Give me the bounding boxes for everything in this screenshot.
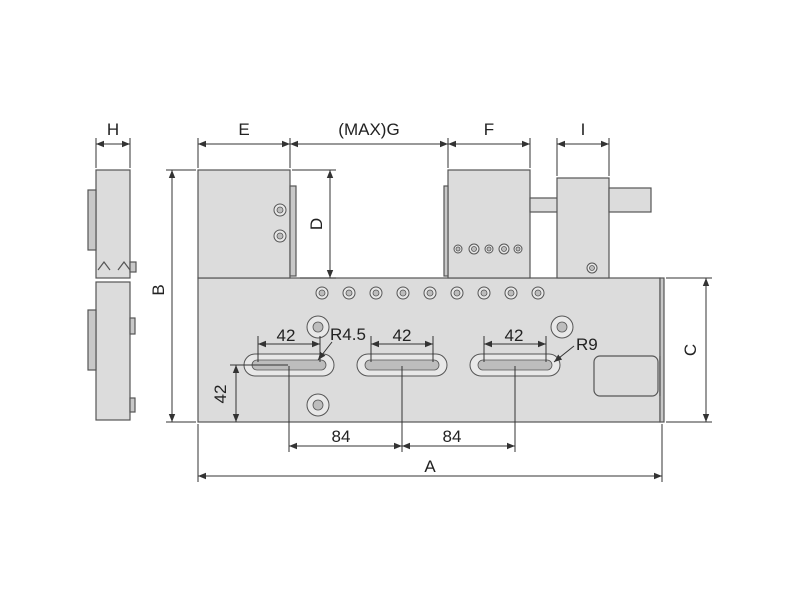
label-pitch-2: 84 [443,427,462,446]
front-view [197,169,665,423]
label-a: A [424,457,436,476]
side-view-lower-body [95,281,131,421]
side-view-upper-body [95,169,131,279]
movable-jaw [447,169,531,279]
label-slot1-length: 42 [277,326,296,345]
vise-base-body [197,277,661,423]
dimension-labels: H E (MAX)G F I D B C A 42 42 42 42 84 84… [107,120,700,476]
rear-block [556,177,610,279]
label-slot-height: 42 [211,385,230,404]
side-view-groove [97,261,131,271]
side-view [87,169,137,421]
side-view-lower-flange [87,309,97,371]
side-view-upper-flange [87,189,97,251]
label-g: (MAX)G [338,120,399,139]
label-f: F [484,120,494,139]
lead-screw [529,197,559,213]
movable-jaw-holes [453,243,523,255]
dimension-lines [95,138,712,482]
label-slot2-length: 42 [393,326,412,345]
side-view-notch-2 [129,397,136,413]
label-h: H [107,120,119,139]
fixed-jaw-face [289,185,297,277]
movable-jaw-face [443,185,449,277]
end-slot-window [593,355,659,397]
handle-knob [608,187,652,213]
counterbore-holes [306,315,574,417]
label-radius-large: R9 [576,335,598,354]
vise-base-end [659,277,665,423]
label-radius-small: R4.5 [330,325,366,344]
label-i: I [581,120,586,139]
label-d: D [307,218,326,230]
label-e: E [238,120,249,139]
label-slot3-length: 42 [505,326,524,345]
side-view-notch-1 [129,317,136,335]
base-top-hole-row [315,286,545,300]
label-pitch-1: 84 [332,427,351,446]
label-b: B [149,284,168,295]
fixed-jaw [197,169,291,279]
label-c: C [681,344,700,356]
side-view-tab [129,261,137,273]
